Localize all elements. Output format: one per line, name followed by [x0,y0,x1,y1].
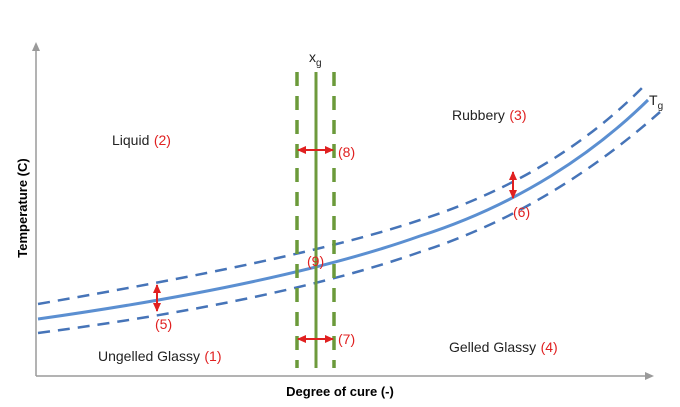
tg-curve [37,98,650,321]
region-rubbery: Rubbery (3) [452,107,527,124]
marker-7: (7) [338,331,355,347]
tg-lower-band [37,111,661,335]
marker-9: (9) [307,253,324,269]
region-liquid: Liquid (2) [112,132,171,149]
marker-5: (5) [155,316,172,332]
region-gelled-glassy: Gelled Glassy (4) [449,339,558,356]
x-axis-title: Degree of cure (-) [286,384,394,399]
tg-label: Tg [649,92,663,112]
marker-6: (6) [513,204,530,220]
y-axis-title: Temperature (C) [15,158,30,257]
tg-upper-band [37,87,643,306]
region-ungelled-glassy: Ungelled Glassy (1) [98,348,222,365]
marker-8: (8) [338,144,355,160]
xg-label: xg [309,49,322,69]
